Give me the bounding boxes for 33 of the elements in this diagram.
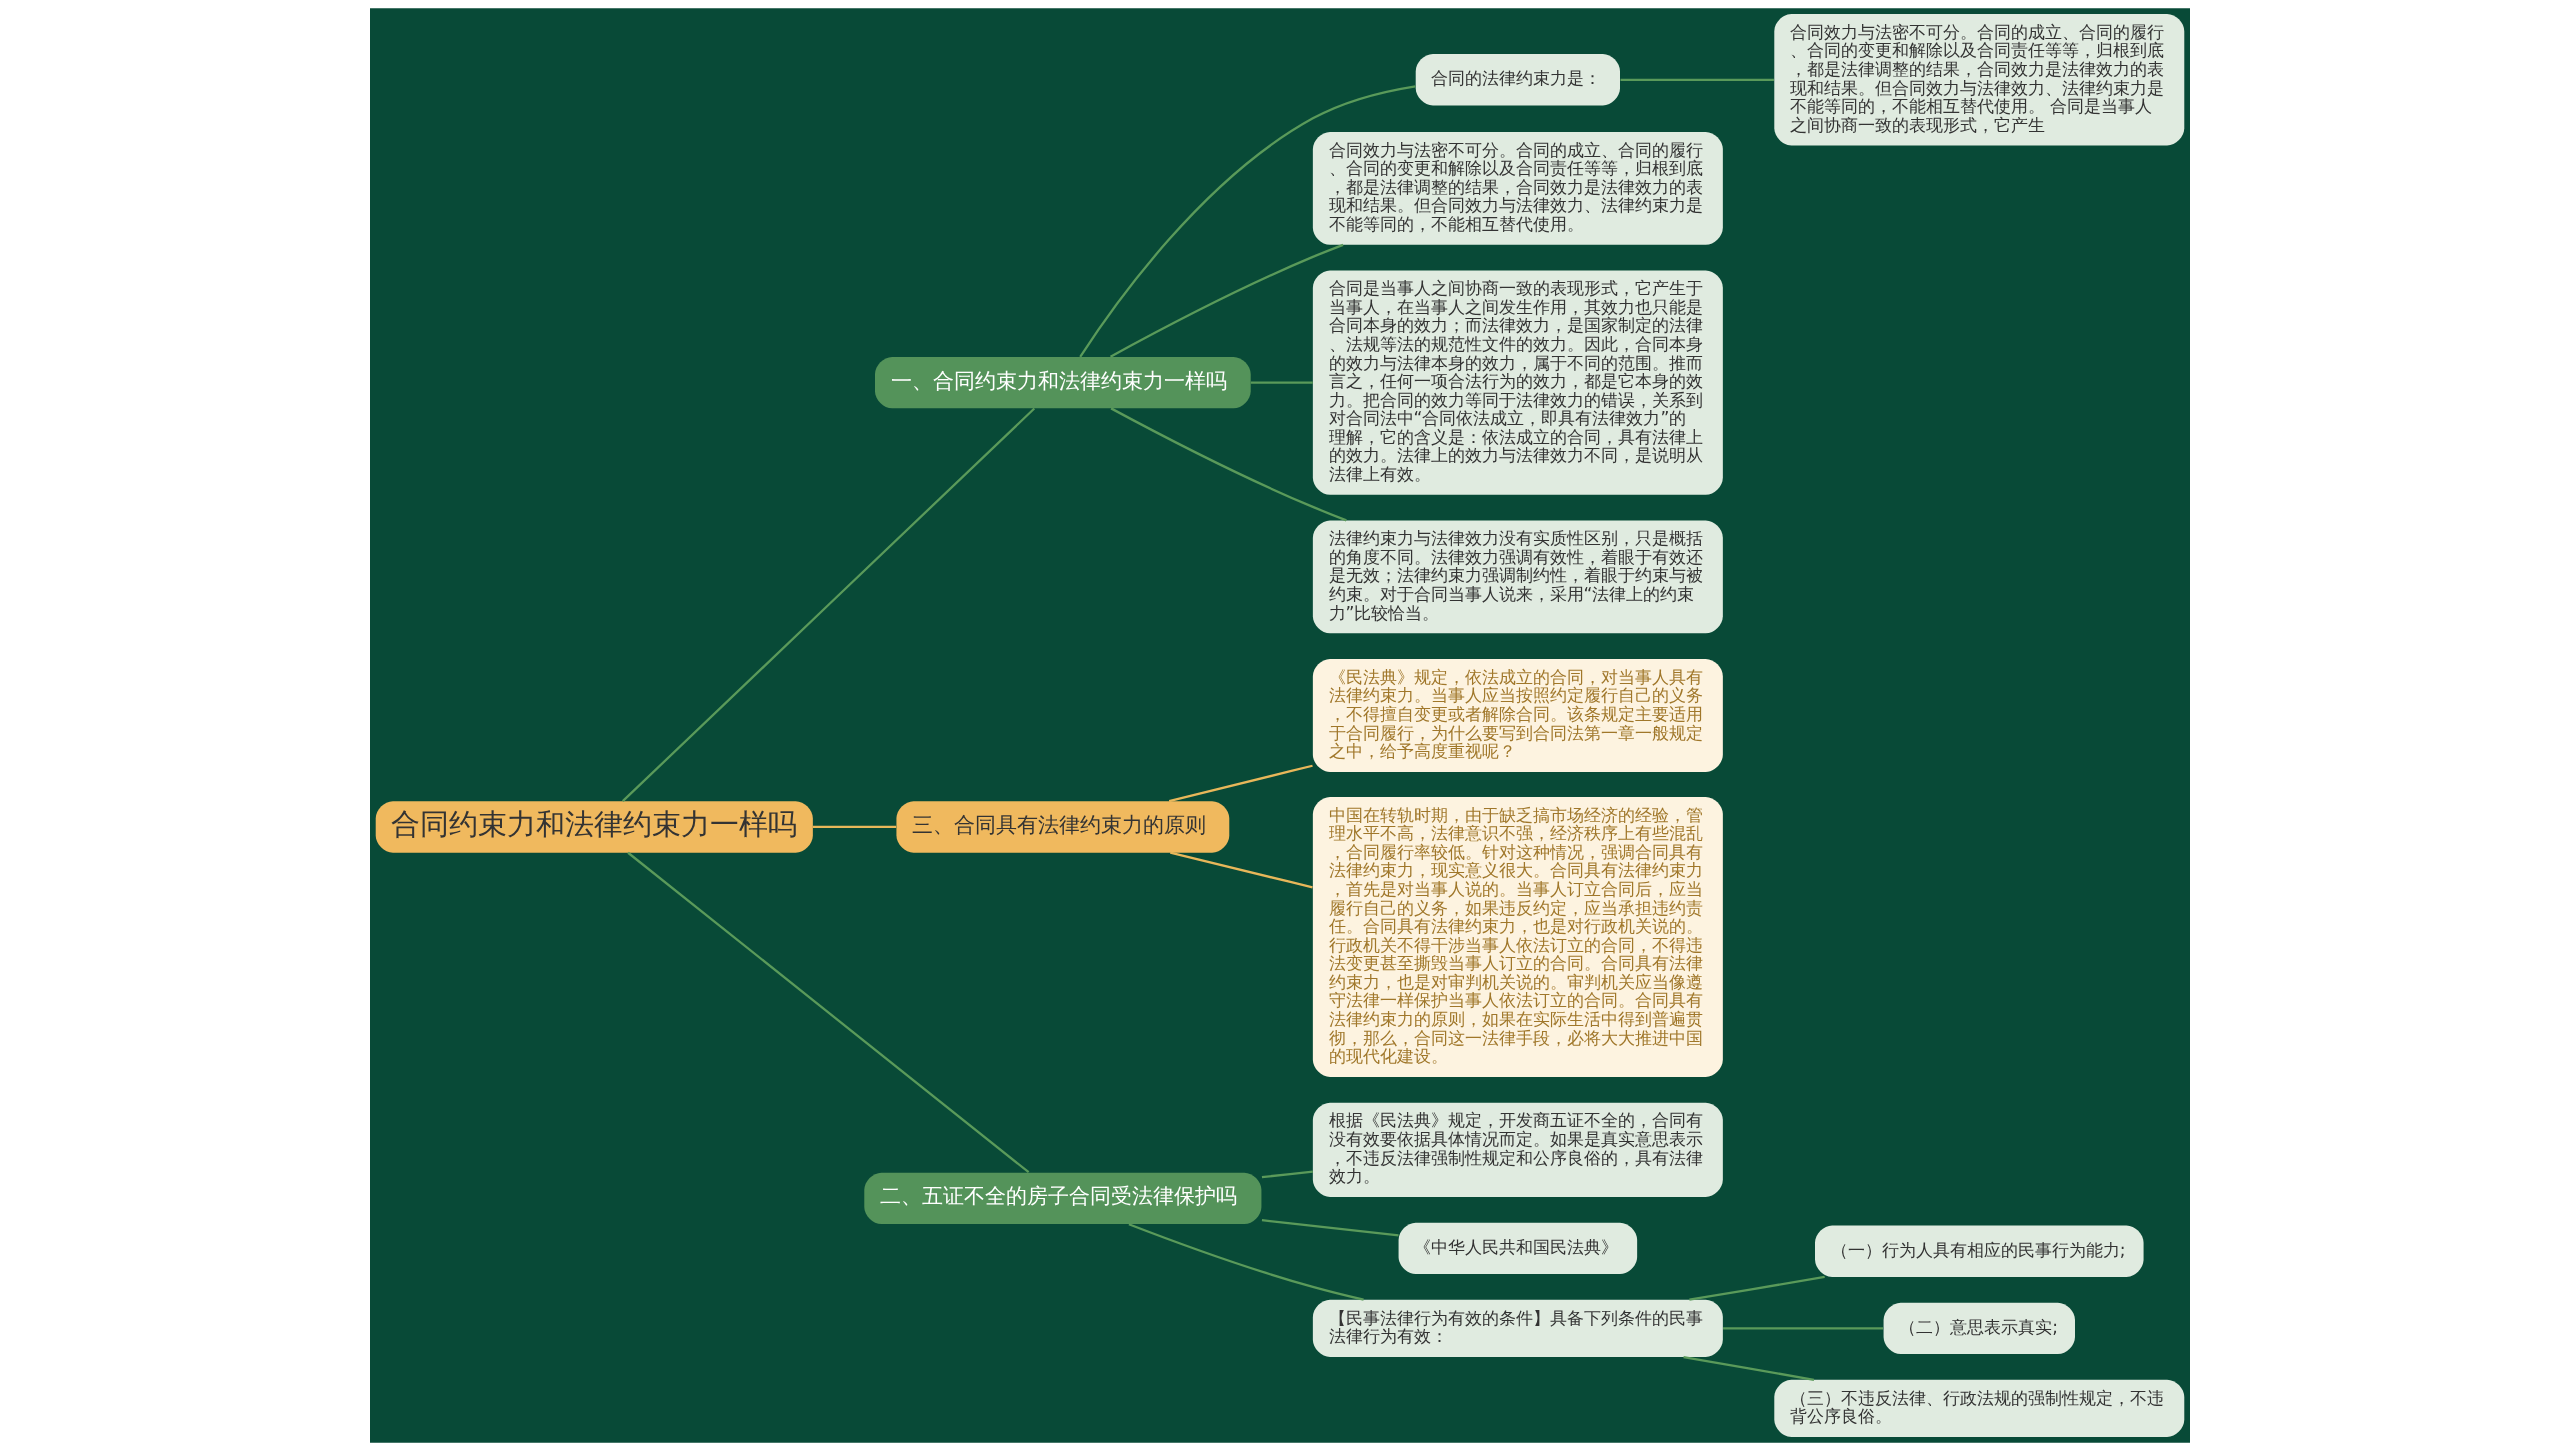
connector <box>1168 764 1313 803</box>
node-box: 合同效力与法密不可分。合同的成立、合同的履行、合同的变更和解除以及合同责任等等，归根到底，都是法律调整的结果，合同效力是法律效力的表现和结果。但合同效力与法律效力、法律约束力是不能等同的，不能相互替代使用。 <box>1312 131 1723 245</box>
node-box: 合同效力与法密不可分。合同的成立、合同的履行、合同的变更和解除以及合同责任等等，归根到底，都是法律调整的结果，合同效力是法律效力的表现和结果。但合同效力与法律效力、法律约束力是不能等同的，不能相互替代使用。 合同是当事人之间协商一致的表现形式，它产生 <box>1774 14 2185 146</box>
connector <box>1250 381 1313 384</box>
node-box: 法律约束力与法律效力没有实质性区别，只是概括的角度不同。法律效力强调有效性，着眼于有效还是无效；法律约束力强调制约性，着眼于约束与被约束。对于合同当事人说来，采用“法律上的约束力”比较恰当。 <box>1312 520 1723 634</box>
node-box: 合同是当事人之间协商一致的表现形式，它产生于当事人，在当事人之间发生作用，其效力也只能是合同本身的效力；而法律效力，是国家制定的法律、法规等法的规范性文件的效力。因此，合同本身的效力与法律本身的效力，属于不同的范围。推而言之，任何一项合法行为的效力，都是它本身的效力。把合同的效力等同于法律效力的错误，关系到对合同法中“合同依法成立，即具有法律效力”的理解，它的含义是：依法成立的合同，具有法律上的效力。法律上的效力与法律效力不同，是说明从法律上有效。 <box>1312 270 1723 495</box>
node-box: 一、合同约束力和法律约束力一样吗 <box>875 356 1251 409</box>
node-box: 《民法典》规定，依法成立的合同，对当事人具有法律约束力。当事人应当按照约定履行自己的义务，不得擅自变更或者解除合同。该条规定主要适用于合同履行，为什么要写到合同法第一章一般规定之中，给予高度重视呢？ <box>1312 659 1723 772</box>
node-box: （三）不违反法律、行政法规的强制性规定，不违背公序良俗。 <box>1774 1379 2185 1437</box>
node-box: （二）意思表示真实; <box>1883 1302 2075 1355</box>
connector <box>1683 1355 1815 1381</box>
node-box: （一）行为人具有相应的民事行为能力; <box>1815 1225 2144 1277</box>
connector <box>1723 1327 1883 1330</box>
connector <box>621 407 1036 802</box>
node-box: 【民事法律行为有效的条件】具备下列条件的民事法律行为有效： <box>1312 1299 1723 1357</box>
node-box: 三、合同具有法律约束力的原则 <box>896 801 1230 853</box>
connector <box>1128 1223 1364 1301</box>
node-box: 合同的法律约束力是： <box>1415 54 1620 106</box>
node-box: 根据《民法典》规定，开发商五证不全的，合同有没有效要依据具体情况而定。如果是真实意思表示，不违反法律强制性规定和公序良俗的，具有法律效力。 <box>1312 1102 1723 1197</box>
connector <box>1110 243 1344 358</box>
connector <box>627 851 1030 1174</box>
connector <box>1620 78 1774 81</box>
connector <box>1110 407 1347 522</box>
connector <box>1079 85 1416 358</box>
node-box: 《中华人民共和国民法典》 <box>1398 1222 1638 1275</box>
connector <box>1170 851 1313 889</box>
connector <box>1261 1219 1399 1237</box>
connector <box>1689 1275 1825 1301</box>
node-box: 二、五证不全的房子合同受法律保护吗 <box>864 1172 1262 1225</box>
connector <box>1261 1170 1313 1179</box>
node-box: 中国在转轨时期，由于缺乏搞市场经济的经验，管理水平不高，法律意识不强，经济秩序上有些混乱，合同履行率较低。针对这种情况，强调合同具有法律约束力，现实意义很大。合同具有法律约束力，首先是对当事人说的。当事人订立合同后，应当履行自己的义务，如果违反约定，应当承担违约责任。合同具有法律约束力，也是对行政机关说的。行政机关不得干涉当事人依法订立的合同，不得违法变更甚至撕毁当事人订立的合同。合同具有法律约束力，也是对审判机关说的。审判机关应当像遵守法律一样保护当事人依法订立的合同。合同具有法律约束力的原则，如果在实际生活中得到普遍贯彻，那么，合同这一法律手段，必将大大推进中国的现代化建设。 <box>1312 796 1723 1077</box>
node-box: 合同约束力和法律约束力一样吗 <box>375 801 813 853</box>
connector <box>812 825 897 829</box>
